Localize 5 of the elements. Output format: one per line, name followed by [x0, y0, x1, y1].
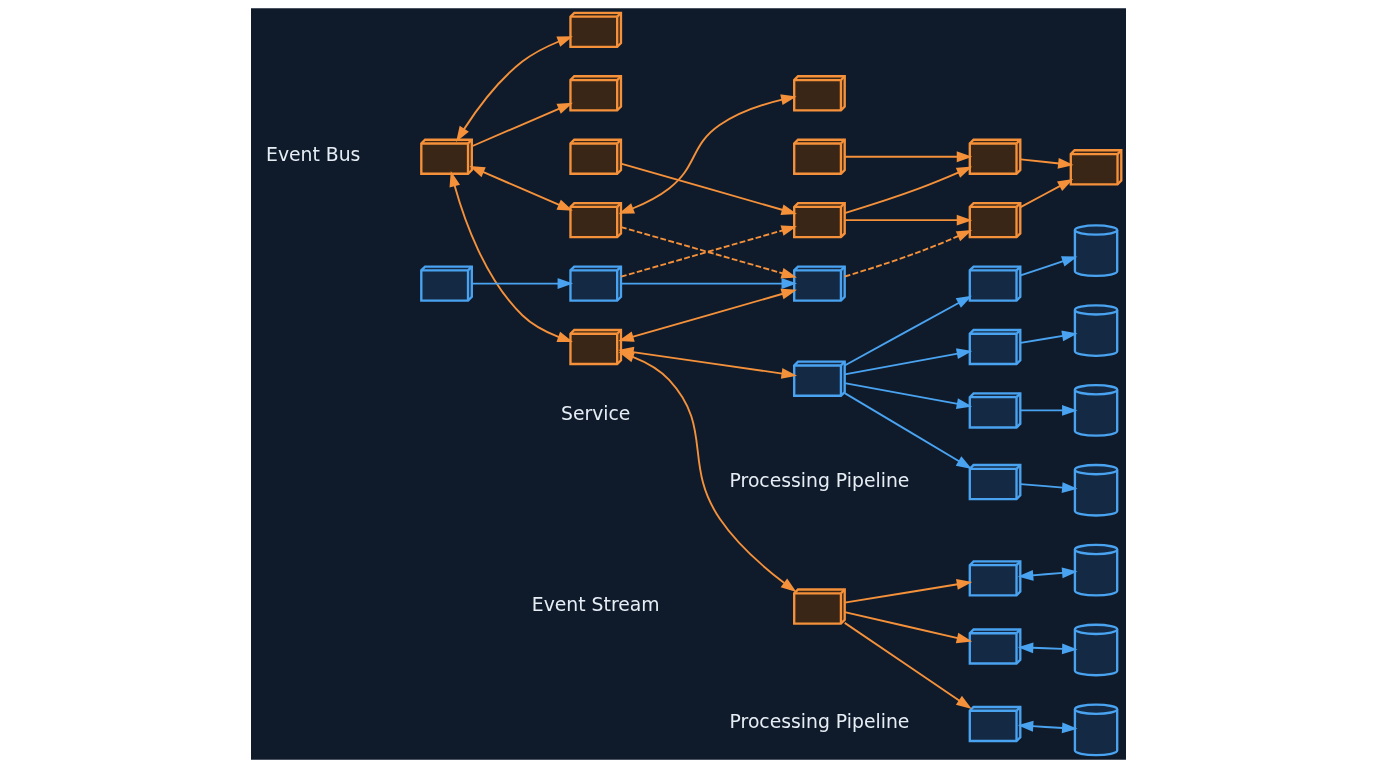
label: Event Bus — [265, 144, 360, 166]
label: Event Stream — [531, 594, 660, 616]
label: Processing Pipeline — [729, 469, 909, 491]
label: Service — [560, 402, 630, 424]
label: Processing Pipeline — [729, 711, 909, 733]
